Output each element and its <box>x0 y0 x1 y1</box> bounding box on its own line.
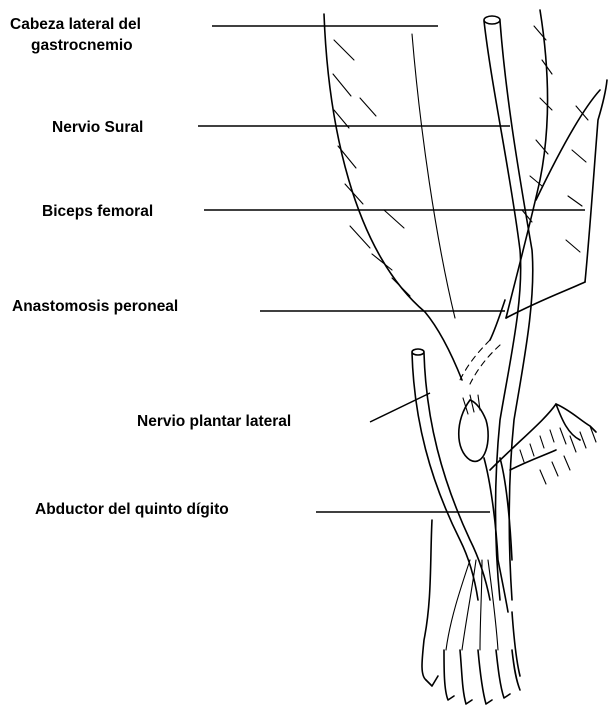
lateral-plantar-nerve <box>412 349 490 600</box>
gastrocnemius-hatching <box>333 40 410 296</box>
abductor-hatching <box>520 426 596 484</box>
label-peroneal-anastomosis: Anastomosis peroneal <box>12 298 178 315</box>
label-sural-nerve: Nervio Sural <box>52 119 143 136</box>
label-gastrocnemius-line1: Cabeza lateral del <box>10 16 141 33</box>
sural-nerve-cut-end <box>484 16 500 24</box>
label-biceps-femoris: Biceps femoral <box>42 203 153 220</box>
label-lateral-plantar-nerve: Nervio plantar lateral <box>137 413 291 430</box>
gastrocnemius-muscle <box>324 14 462 380</box>
peroneal-anastomosis <box>460 300 505 384</box>
biceps-femoris-hatching <box>522 26 588 252</box>
toes <box>426 650 520 704</box>
label-abductor-fifth-digit: Abductor del quinto dígito <box>35 501 229 518</box>
abductor-fifth-digit-muscle <box>484 404 596 612</box>
leader-lateral-plantar-nerve <box>370 393 430 422</box>
heel-region <box>459 395 488 461</box>
plantar-nerve-cut-end <box>412 349 424 355</box>
foot-outline <box>422 520 520 704</box>
label-gastrocnemius-line2: gastrocnemio <box>31 37 133 54</box>
